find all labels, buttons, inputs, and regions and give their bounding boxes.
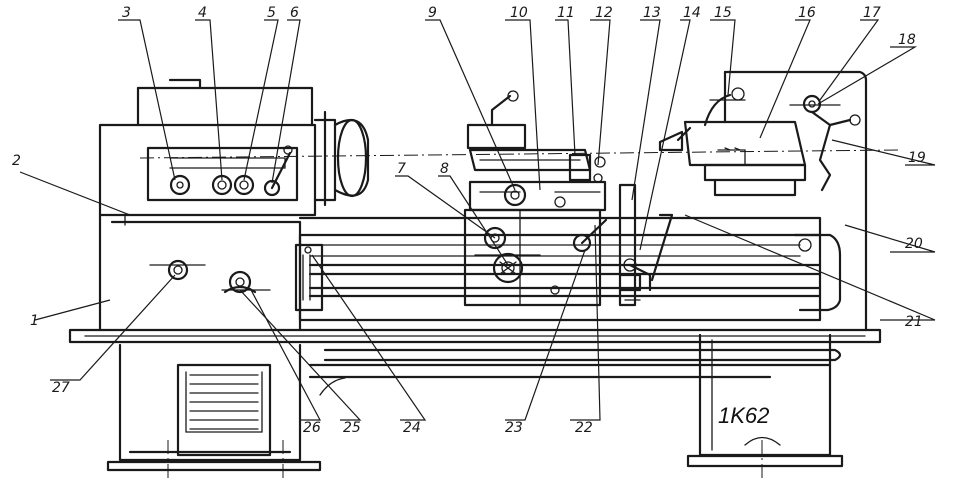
spindle-axis xyxy=(139,149,901,159)
tailstock xyxy=(658,120,807,197)
callout-21: 21 xyxy=(905,314,923,330)
model-label: 1K62 xyxy=(718,403,769,428)
feed-lever xyxy=(650,213,674,282)
lead-screw xyxy=(308,263,822,276)
callout-1: 1 xyxy=(30,313,39,329)
headstock-control-panel xyxy=(146,145,299,202)
center-marks xyxy=(167,440,763,480)
callout-5: 5 xyxy=(267,5,276,21)
callout-3: 3 xyxy=(122,5,131,21)
callout-27: 27 xyxy=(52,380,70,396)
callout-19: 19 xyxy=(908,150,926,166)
leader-lines xyxy=(19,19,936,421)
spindle-pulley xyxy=(313,110,370,207)
tailstock-base xyxy=(703,70,868,332)
callout-24: 24 xyxy=(403,420,421,436)
callout-20: 20 xyxy=(905,236,923,252)
callout-23: 23 xyxy=(505,420,523,436)
end-guard xyxy=(793,233,842,312)
callout-14: 14 xyxy=(683,5,701,21)
callout-2: 2 xyxy=(12,153,21,169)
feed-rod xyxy=(308,286,822,298)
left-pedestal xyxy=(106,343,322,472)
carriage-handle xyxy=(618,183,652,307)
headstock xyxy=(98,78,317,332)
callout-22: 22 xyxy=(575,420,593,436)
callout-25: 25 xyxy=(343,420,361,436)
callout-6: 6 xyxy=(290,5,299,21)
callout-13: 13 xyxy=(643,5,661,21)
feed-box xyxy=(149,259,271,294)
tailstock-handwheel xyxy=(789,94,861,192)
gear-cover xyxy=(294,243,324,312)
chip-tray xyxy=(68,328,882,344)
callout-18: 18 xyxy=(898,32,916,48)
callout-11: 11 xyxy=(557,5,575,21)
cross-slide xyxy=(468,180,607,212)
callout-15: 15 xyxy=(714,5,732,21)
callout-12: 12 xyxy=(595,5,613,21)
vent-grille xyxy=(176,363,272,457)
callout-10: 10 xyxy=(510,5,528,21)
callout-17: 17 xyxy=(863,5,881,21)
control-rod xyxy=(308,348,842,396)
compound-rest xyxy=(468,148,606,183)
callout-16: 16 xyxy=(798,5,816,21)
callout-7: 7 xyxy=(397,161,406,177)
tool-post xyxy=(466,90,527,150)
callout-26: 26 xyxy=(303,420,321,436)
callout-labels: 1 2 3 4 5 6 7 8 9 10 11 12 13 14 15 16 1… xyxy=(12,5,926,436)
callout-4: 4 xyxy=(198,5,207,21)
right-pedestal xyxy=(686,333,844,468)
callout-8: 8 xyxy=(440,161,449,177)
callout-9: 9 xyxy=(428,5,437,21)
apron xyxy=(463,208,608,307)
